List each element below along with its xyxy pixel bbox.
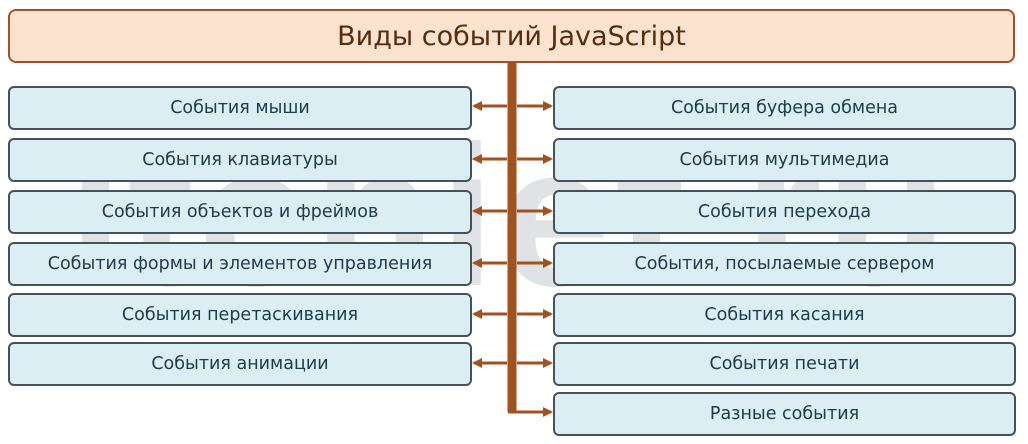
node-print-events: События печати [553, 342, 1016, 386]
node-form-control-events: События формы и элементов управления [8, 242, 472, 286]
diagram-title: Виды событий JavaScript [337, 20, 686, 52]
node-clipboard-events: События буфера обмена [553, 86, 1016, 130]
node-drag-events: События перетаскивания [8, 293, 472, 337]
node-media-events: События мультимедиа [553, 138, 1016, 182]
node-touch-events: События касания [553, 293, 1016, 337]
node-misc-events: Разные события [553, 392, 1016, 436]
node-server-sent-events: События, посылаемые сервером [553, 242, 1016, 286]
node-transition-events: События перехода [553, 190, 1016, 234]
node-mouse-events: События мыши [8, 86, 472, 130]
node-object-frame-events: События объектов и фреймов [8, 190, 472, 234]
node-keyboard-events: События клавиатуры [8, 138, 472, 182]
node-animation-events: События анимации [8, 342, 472, 386]
diagram-title-box: Виды событий JavaScript [8, 9, 1015, 63]
